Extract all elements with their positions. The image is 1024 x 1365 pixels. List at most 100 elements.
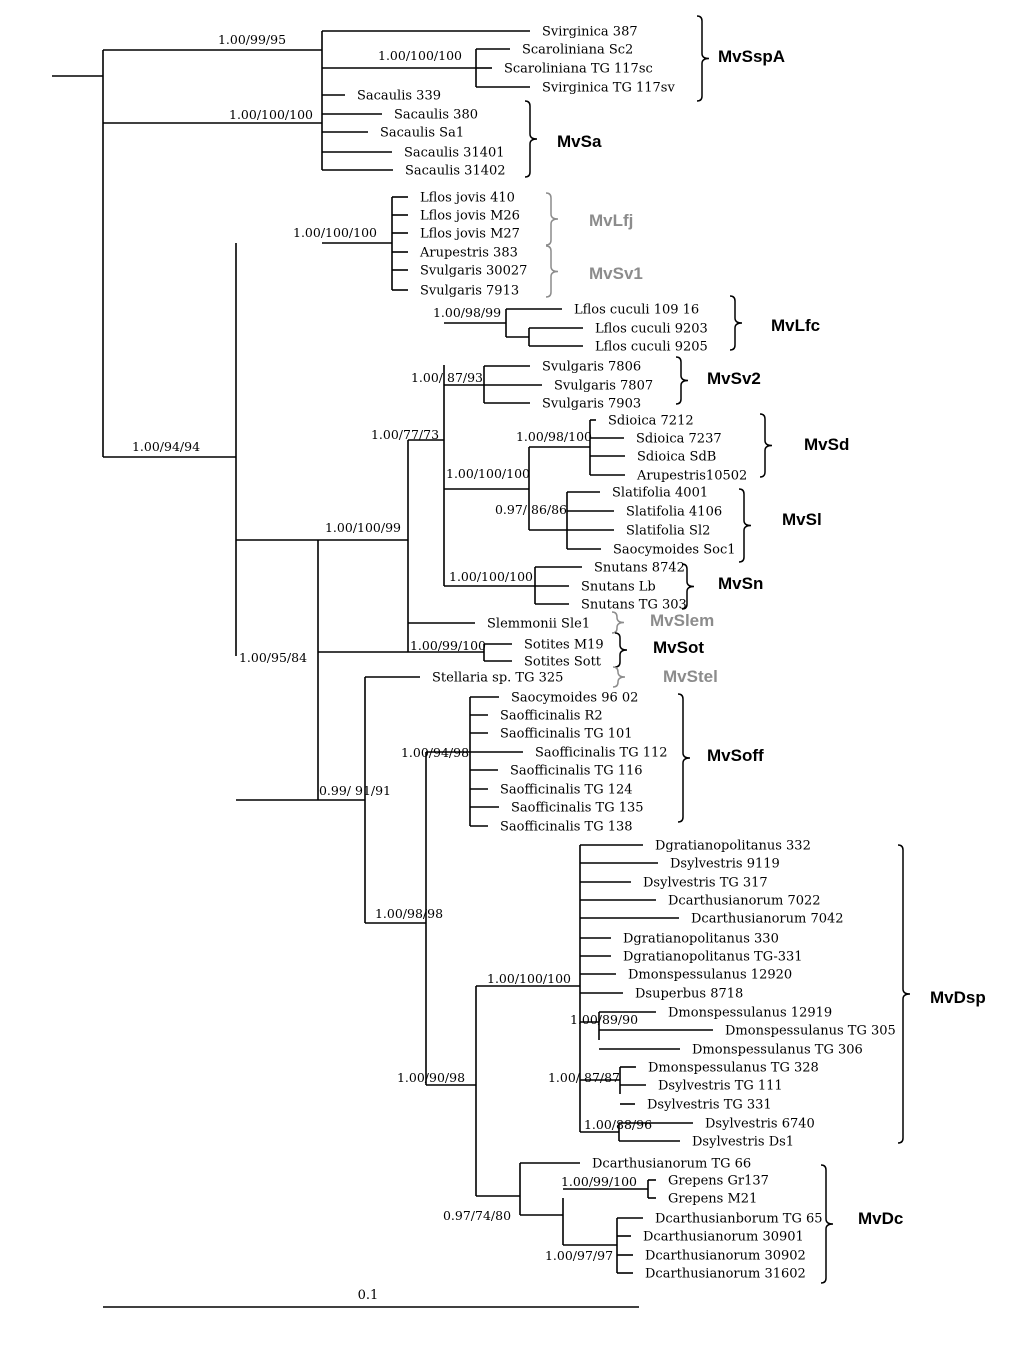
leaf-label: Saofficinalis TG 116 bbox=[510, 764, 643, 779]
leaf-label: Sacaulis 31401 bbox=[404, 146, 505, 161]
clade-brace bbox=[681, 563, 695, 610]
leaf-label: Sdioica 7237 bbox=[636, 432, 722, 447]
clade-label: MvSlem bbox=[650, 611, 714, 630]
clade-brace bbox=[897, 844, 911, 1144]
leaf-label: Svulgaris 7807 bbox=[554, 379, 653, 394]
support-value: 1.00/94/94 bbox=[132, 439, 200, 454]
leaf-label: Sdioica 7212 bbox=[608, 414, 694, 429]
leaf-label: Slemmonii Sle1 bbox=[487, 617, 590, 632]
clade-brace bbox=[524, 100, 538, 178]
leaf-label: Dsylvestris TG 111 bbox=[658, 1079, 783, 1094]
leaf-label: Sotites Sott bbox=[524, 655, 602, 670]
clade-label: MvSspA bbox=[718, 47, 785, 66]
leaf-label: Dgratianopolitanus 332 bbox=[655, 839, 811, 854]
leaf-label: Dcarthusianorum 30902 bbox=[645, 1249, 806, 1264]
support-value: 0.97/ 86/86 bbox=[495, 502, 567, 517]
support-value: 0.97/74/80 bbox=[443, 1208, 511, 1223]
leaf-label: Dcarthusianorum 31602 bbox=[645, 1267, 806, 1282]
support-value: 1.00/77/73 bbox=[371, 427, 439, 442]
clade-label: MvDsp bbox=[930, 988, 986, 1007]
leaf-label: Sdioica SdB bbox=[637, 450, 716, 465]
clade-brace bbox=[614, 632, 628, 668]
clade-label: MvSv1 bbox=[589, 264, 643, 283]
leaf-label: Arupestris 383 bbox=[419, 246, 518, 261]
support-value: 1.00/100/100 bbox=[229, 107, 313, 122]
leaf-label: Dcarthusianorum 7022 bbox=[668, 894, 821, 909]
leaf-label: Snutans Lb bbox=[581, 580, 656, 595]
leaf-label: Saofficinalis R2 bbox=[500, 709, 603, 724]
leaf-label: Dcarthusianorum TG 66 bbox=[592, 1157, 751, 1172]
leaf-label: Dcarthusianorum 30901 bbox=[643, 1230, 804, 1245]
clade-label: MvLfc bbox=[771, 316, 820, 335]
leaf-label: Dcarthusianborum TG 65 bbox=[655, 1212, 823, 1227]
leaf-label: Saofficinalis TG 138 bbox=[500, 820, 633, 835]
clade-brace bbox=[738, 488, 752, 563]
support-value: 1.00/100/100 bbox=[293, 225, 377, 240]
leaf-label: Dmonspessulanus 12920 bbox=[628, 968, 792, 983]
leaf-label: Grepens Gr137 bbox=[668, 1174, 769, 1189]
support-value: 1.00/89/90 bbox=[570, 1012, 638, 1027]
support-value: 1.00/97/97 bbox=[545, 1248, 613, 1263]
leaf-label: Saofficinalis TG 124 bbox=[500, 783, 633, 798]
clade-brace bbox=[545, 245, 559, 298]
clade-brace bbox=[759, 413, 773, 478]
clade-label: MvStel bbox=[663, 667, 718, 686]
clade-label: MvSd bbox=[804, 435, 849, 454]
leaf-label: Sacaulis 380 bbox=[394, 108, 478, 123]
leaf-label: Sacaulis 31402 bbox=[405, 164, 506, 179]
support-value: 1.00/100/100 bbox=[487, 971, 571, 986]
leaf-label: Snutans TG 303 bbox=[581, 598, 687, 613]
support-value: 1.00/100/100 bbox=[446, 466, 530, 481]
support-value: 1.00/95/84 bbox=[239, 650, 307, 665]
support-value: 1.00/98/99 bbox=[433, 305, 501, 320]
leaf-label: Dsylvestris 6740 bbox=[705, 1117, 815, 1132]
support-value: 1.00/94/98 bbox=[401, 745, 469, 760]
clade-brace bbox=[820, 1164, 834, 1284]
leaf-label: Snutans 8742 bbox=[594, 561, 685, 576]
support-value: 1.00/99/95 bbox=[218, 32, 286, 47]
leaf-label: Lflos jovis M27 bbox=[420, 227, 520, 242]
leaf-label: Saocymoides 96 02 bbox=[511, 691, 638, 706]
support-value: 1.00/88/96 bbox=[584, 1117, 652, 1132]
leaf-label: Dmonspessulanus TG 305 bbox=[725, 1024, 896, 1039]
support-value: 1.00/ 87/87 bbox=[548, 1070, 620, 1085]
leaf-label: Svulgaris 7903 bbox=[542, 397, 641, 412]
leaf-label: Dmonspessulanus 12919 bbox=[668, 1006, 832, 1021]
support-value: 1.00/99/100 bbox=[410, 638, 486, 653]
clade-label: MvSoff bbox=[707, 746, 764, 765]
clade-brackets: MvSspAMvSaMvLfjMvSv1MvLfcMvSv2MvSdMvSlMv… bbox=[524, 15, 986, 1284]
leaf-label: Svirginica 387 bbox=[542, 25, 638, 40]
support-value: 1.00/100/100 bbox=[449, 569, 533, 584]
leaf-label: Slatifolia 4001 bbox=[612, 486, 708, 501]
clade-brace bbox=[677, 693, 691, 823]
leaf-label: Arupestris10502 bbox=[636, 469, 747, 484]
clade-label: MvSot bbox=[653, 638, 704, 657]
leaf-label: Lflos jovis M26 bbox=[420, 209, 520, 224]
leaf-label: Sotites M19 bbox=[524, 638, 604, 653]
leaf-label: Lflos cuculi 9203 bbox=[595, 322, 708, 337]
leaf-label: Svirginica TG 117sv bbox=[542, 81, 675, 96]
leaf-label: Scaroliniana TG 117sc bbox=[504, 62, 653, 77]
leaf-label: Dsylvestris Ds1 bbox=[692, 1135, 794, 1150]
leaf-label: Dgratianopolitanus 330 bbox=[623, 932, 779, 947]
leaf-label: Saocymoides Soc1 bbox=[613, 543, 736, 558]
clade-label: MvSl bbox=[782, 510, 822, 529]
leaf-label: Dcarthusianorum 7042 bbox=[691, 912, 844, 927]
support-value: 1.00/98/98 bbox=[375, 906, 443, 921]
clade-brace bbox=[611, 611, 625, 634]
clade-brace bbox=[612, 666, 626, 688]
leaf-label: Grepens M21 bbox=[668, 1192, 757, 1207]
clade-label: MvSa bbox=[557, 132, 602, 151]
leaf-label: Lflos cuculi 109 16 bbox=[574, 303, 699, 318]
leaf-label: Scaroliniana Sc2 bbox=[522, 43, 633, 58]
leaf-label: Slatifolia Sl2 bbox=[626, 524, 710, 539]
leaf-label: Saofficinalis TG 101 bbox=[500, 727, 633, 742]
support-value: 1.00/99/100 bbox=[561, 1174, 637, 1189]
leaf-label: Sacaulis Sa1 bbox=[380, 126, 464, 141]
leaf-label: Stellaria sp. TG 325 bbox=[432, 671, 563, 686]
leaf-label: Svulgaris 30027 bbox=[420, 264, 527, 279]
clade-label: MvSv2 bbox=[707, 369, 761, 388]
leaf-label: Svulgaris 7913 bbox=[420, 284, 519, 299]
leaf-label: Dmonspessulanus TG 306 bbox=[692, 1043, 863, 1058]
